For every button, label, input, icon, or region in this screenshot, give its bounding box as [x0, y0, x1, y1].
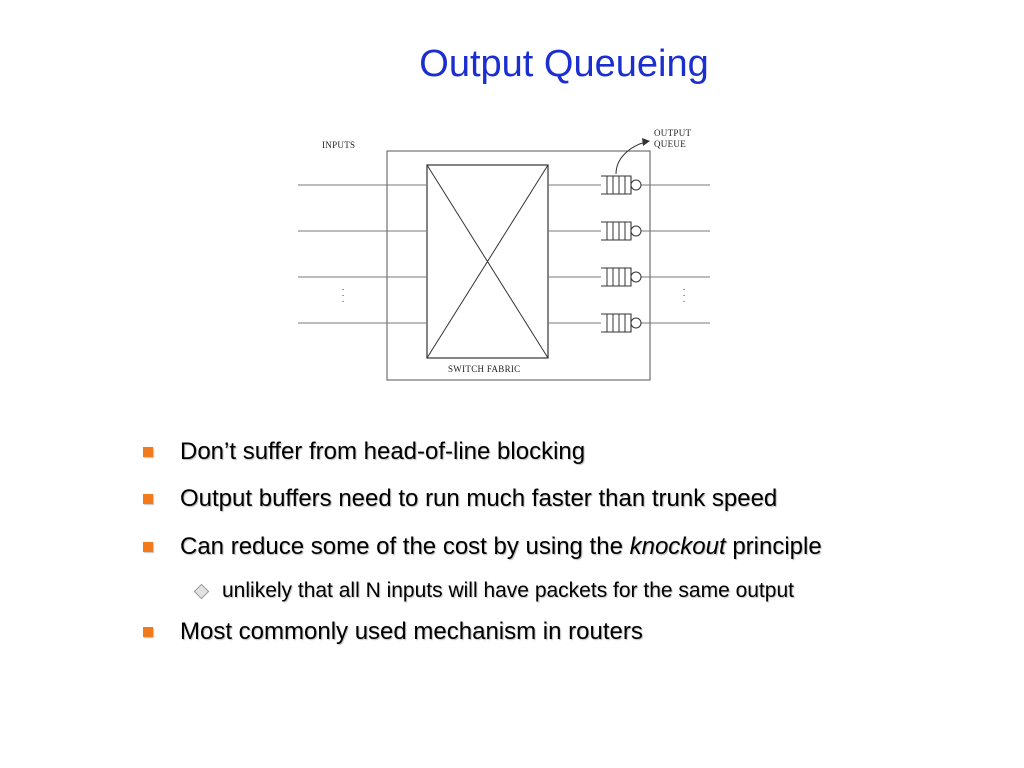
- output-queue-label: OUTPUT: [654, 128, 692, 138]
- square-bullet-icon: [143, 542, 153, 552]
- output-ellipsis: · · ·: [679, 288, 689, 303]
- sub-bullet-text: unlikely that all N inputs will have pac…: [222, 579, 794, 602]
- bullet-item: Can reduce some of the cost by using the…: [140, 530, 822, 564]
- switch-enclosure: [386, 150, 651, 381]
- output-queue: [601, 313, 642, 333]
- queue-server-icon: [630, 271, 642, 283]
- queue-server-icon: [630, 317, 642, 329]
- bullet-item: Don’t suffer from head-of-line blocking: [140, 435, 585, 469]
- port-lines: [298, 184, 710, 324]
- queue-server-icon: [630, 179, 642, 191]
- sub-bullet-item: unlikely that all N inputs will have pac…: [192, 576, 794, 606]
- switch-fabric-box: [426, 164, 549, 359]
- emphasized-term: knockout: [629, 533, 726, 560]
- slide-title: Output Queueing: [419, 43, 709, 85]
- input-ellipsis: · · ·: [338, 288, 348, 303]
- square-bullet-icon: [143, 627, 153, 637]
- output-queue: [601, 267, 642, 287]
- inputs-label: INPUTS: [322, 140, 355, 150]
- bullet-item: Most commonly used mechanism in routers: [140, 615, 643, 649]
- bullet-item: Output buffers need to run much faster t…: [140, 482, 777, 516]
- diamond-bullet-icon: [193, 583, 210, 599]
- square-bullet-icon: [143, 494, 153, 504]
- output-queue: [601, 175, 642, 195]
- output-queues: [601, 175, 642, 333]
- bullet-text: Most commonly used mechanism in routers: [180, 618, 643, 645]
- output-queue-arrow: [615, 141, 647, 175]
- fabric-cross-line: [426, 164, 549, 359]
- switch-fabric-label: SWITCH FABRIC: [448, 364, 521, 374]
- bullet-text: Don’t suffer from head-of-line blocking: [180, 438, 586, 465]
- output-queue-label: QUEUE: [654, 139, 686, 149]
- output-queueing-diagram: INPUTS OUTPUT QUEUE SWITCH FABRIC · · · …: [298, 128, 710, 381]
- bullet-text: Can reduce some of the cost by using the…: [180, 533, 822, 560]
- arrow-head-icon: [642, 138, 650, 146]
- square-bullet-icon: [143, 447, 153, 457]
- queue-server-icon: [630, 225, 642, 237]
- output-queue: [601, 221, 642, 241]
- bullet-text: Output buffers need to run much faster t…: [180, 485, 778, 512]
